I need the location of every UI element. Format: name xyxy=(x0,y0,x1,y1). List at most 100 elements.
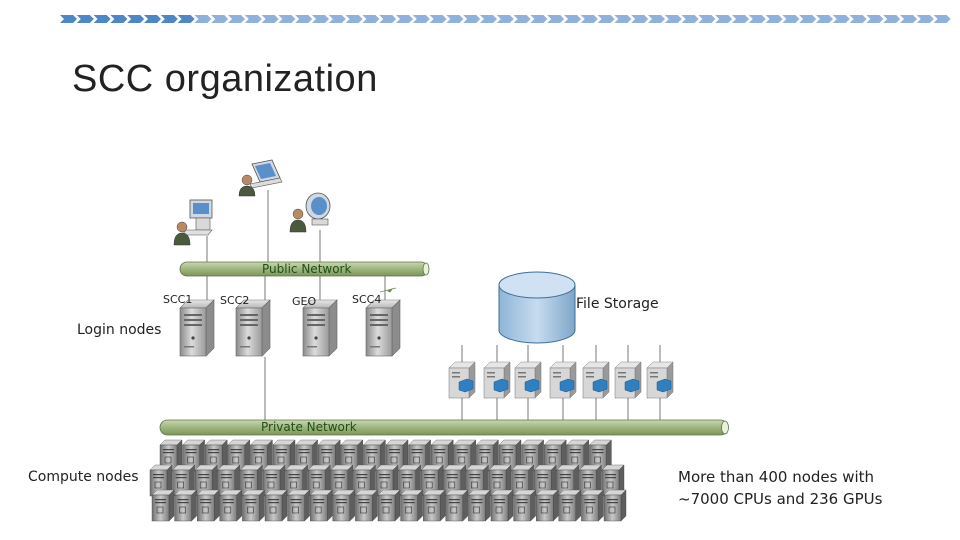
chevron-shape xyxy=(799,15,817,23)
chevron-shape xyxy=(866,15,884,23)
chevron-shape xyxy=(160,15,178,23)
chevron-shape xyxy=(60,15,77,23)
connection-lines xyxy=(206,190,661,420)
chevron-shape xyxy=(698,15,716,23)
chevron-shape xyxy=(278,15,296,23)
user-workstation-icon xyxy=(173,199,213,246)
compute-node-icon xyxy=(332,489,356,522)
chevron-shape xyxy=(648,15,665,23)
chevron-shape xyxy=(748,15,766,23)
chevron-shape xyxy=(362,15,380,23)
public-network-label: Public Network xyxy=(262,262,352,276)
storage-server-icon xyxy=(646,361,674,399)
compute-node-icon xyxy=(354,489,378,522)
chevron-shape xyxy=(681,15,699,23)
chevron-shape xyxy=(564,15,581,23)
public-network-pipe xyxy=(179,261,430,277)
chevron-shape xyxy=(849,15,867,23)
chevron-shape xyxy=(244,15,262,23)
compute-node-icon xyxy=(400,489,424,522)
storage-servers xyxy=(448,361,674,399)
storage-server-icon xyxy=(614,361,642,399)
chevron-shape xyxy=(513,15,531,23)
compute-node-icon xyxy=(422,489,446,522)
chevron-shape xyxy=(816,15,833,23)
chevron-shape xyxy=(76,15,94,23)
compute-node-icon xyxy=(309,489,333,522)
chevron-shape xyxy=(933,15,951,23)
compute-node-icon xyxy=(196,489,220,522)
chevron-shape xyxy=(782,15,800,23)
compute-node-icon xyxy=(264,489,288,522)
compute-nodes-label: Compute nodes xyxy=(28,469,139,485)
chevron-shape xyxy=(93,15,111,23)
chevron-shape xyxy=(631,15,649,23)
chevron-shape xyxy=(463,15,481,23)
login-server-geo xyxy=(302,299,338,357)
storage-server-icon xyxy=(549,361,577,399)
login-node-label-scc4: SCC4 xyxy=(352,293,382,306)
storage-server-icon xyxy=(483,361,511,399)
file-storage-cylinder xyxy=(498,271,576,344)
storage-server-icon xyxy=(514,361,542,399)
compute-node-icon xyxy=(174,489,198,522)
chevron-shape xyxy=(144,15,161,23)
compute-description-line2: ~7000 CPUs and 236 GPUs xyxy=(678,490,883,508)
compute-node-icon xyxy=(445,489,469,522)
user-laptop-icon xyxy=(238,159,283,197)
chevron-shape xyxy=(412,15,430,23)
chevron-shape xyxy=(530,15,548,23)
login-server-scc4 xyxy=(365,299,401,357)
chevron-shape xyxy=(597,15,615,23)
compute-node-icon xyxy=(513,489,537,522)
chevron-shape xyxy=(345,15,363,23)
link-icon xyxy=(379,287,397,293)
storage-server-icon xyxy=(448,361,476,399)
chevron-shape xyxy=(110,15,128,23)
chevron-shape xyxy=(328,15,346,23)
storage-server-icon xyxy=(582,361,610,399)
compute-node-icon xyxy=(467,489,491,522)
chevron-shape xyxy=(547,15,565,23)
chevron-shape xyxy=(900,15,917,23)
chevron-shape xyxy=(832,15,850,23)
compute-description: More than 400 nodes with ~7000 CPUs and … xyxy=(678,466,882,510)
chevron-shape xyxy=(295,15,313,23)
compute-node-icon xyxy=(287,489,311,522)
login-node-label-scc1: SCC1 xyxy=(163,293,193,306)
login-node-label-geo: GEO xyxy=(292,295,317,308)
chevron-shape xyxy=(194,15,212,23)
login-server-scc2 xyxy=(235,299,271,357)
chevron-shape xyxy=(127,15,145,23)
chevron-shape xyxy=(614,15,632,23)
login-nodes-label: Login nodes xyxy=(77,322,162,338)
chevron-shape xyxy=(732,15,749,23)
compute-node-icon xyxy=(377,489,401,522)
compute-node-grid xyxy=(149,439,627,522)
chevron-shape xyxy=(211,15,229,23)
login-node-label-scc2: SCC2 xyxy=(220,294,250,307)
slide-title: SCC organization xyxy=(72,58,378,100)
compute-node-icon xyxy=(558,489,582,522)
chevron-shape xyxy=(261,15,279,23)
compute-node-icon xyxy=(151,489,175,522)
compute-node-icon xyxy=(580,489,604,522)
chevron-shape xyxy=(228,15,245,23)
chevron-shape xyxy=(664,15,682,23)
chevron-shape xyxy=(883,15,901,23)
user-monitor-icon xyxy=(289,192,331,233)
compute-node-icon xyxy=(219,489,243,522)
chevron-shape xyxy=(429,15,447,23)
login-server-scc1 xyxy=(179,299,215,357)
compute-node-icon xyxy=(603,489,627,522)
chevron-shape xyxy=(496,15,514,23)
compute-node-icon xyxy=(241,489,265,522)
chevron-shape xyxy=(765,15,783,23)
chevron-shape xyxy=(715,15,733,23)
chevron-shape xyxy=(446,15,464,23)
compute-node-icon xyxy=(490,489,514,522)
file-storage-label: File Storage xyxy=(576,296,659,312)
private-network-label: Private Network xyxy=(261,420,357,434)
